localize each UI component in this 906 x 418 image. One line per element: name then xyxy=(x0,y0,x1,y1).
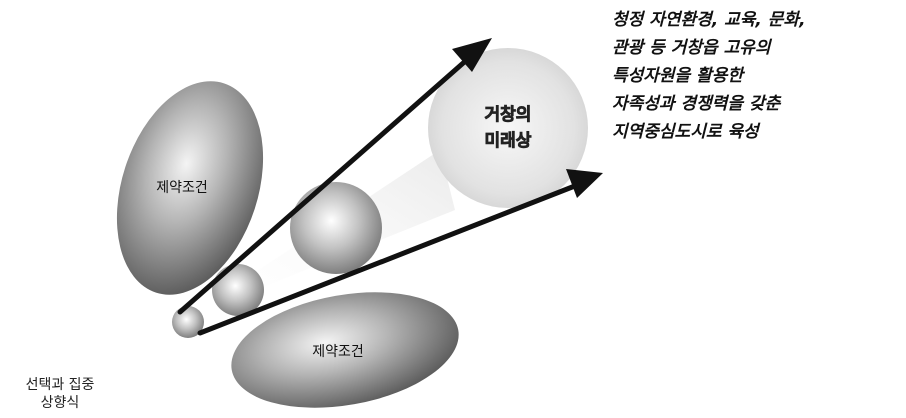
description-line: 특성자원을 활용한 xyxy=(612,66,744,86)
lower-arrowhead xyxy=(566,169,603,198)
description-line: 지역중심도시로 육성 xyxy=(612,122,759,142)
constraint-label-bottom: 제약조건 xyxy=(312,344,364,360)
future-vision-label-line1: 거창의 xyxy=(485,105,532,125)
description-line: 청정 자연환경, 교육, 문화, xyxy=(612,10,806,30)
vision-description: 청정 자연환경, 교육, 문화, 관광 등 거창읍 고유의 특성자원을 활용한 … xyxy=(612,6,904,146)
future-vision-label-line2: 미래상 xyxy=(485,131,532,151)
growth-sphere-medium xyxy=(212,264,264,316)
strategy-caption: 선택과 집중 상향식 xyxy=(4,376,116,412)
constraint-ellipse-bottom xyxy=(231,292,459,408)
constraint-label-top: 제약조건 xyxy=(156,180,208,196)
upper-arrow-line xyxy=(177,47,481,315)
strategy-caption-line1: 선택과 집중 xyxy=(25,377,95,393)
description-line: 관광 등 거창읍 고유의 xyxy=(612,38,771,58)
upper-arrowhead xyxy=(452,38,492,72)
constraint-ellipse-top xyxy=(116,81,264,295)
growth-sphere-large xyxy=(290,182,382,274)
lower-arrow-line xyxy=(197,179,588,336)
future-vision-sphere xyxy=(428,48,588,208)
description-line: 자족성과 경쟁력을 갖춘 xyxy=(612,94,781,114)
strategy-caption-line2: 상향식 xyxy=(40,395,80,411)
